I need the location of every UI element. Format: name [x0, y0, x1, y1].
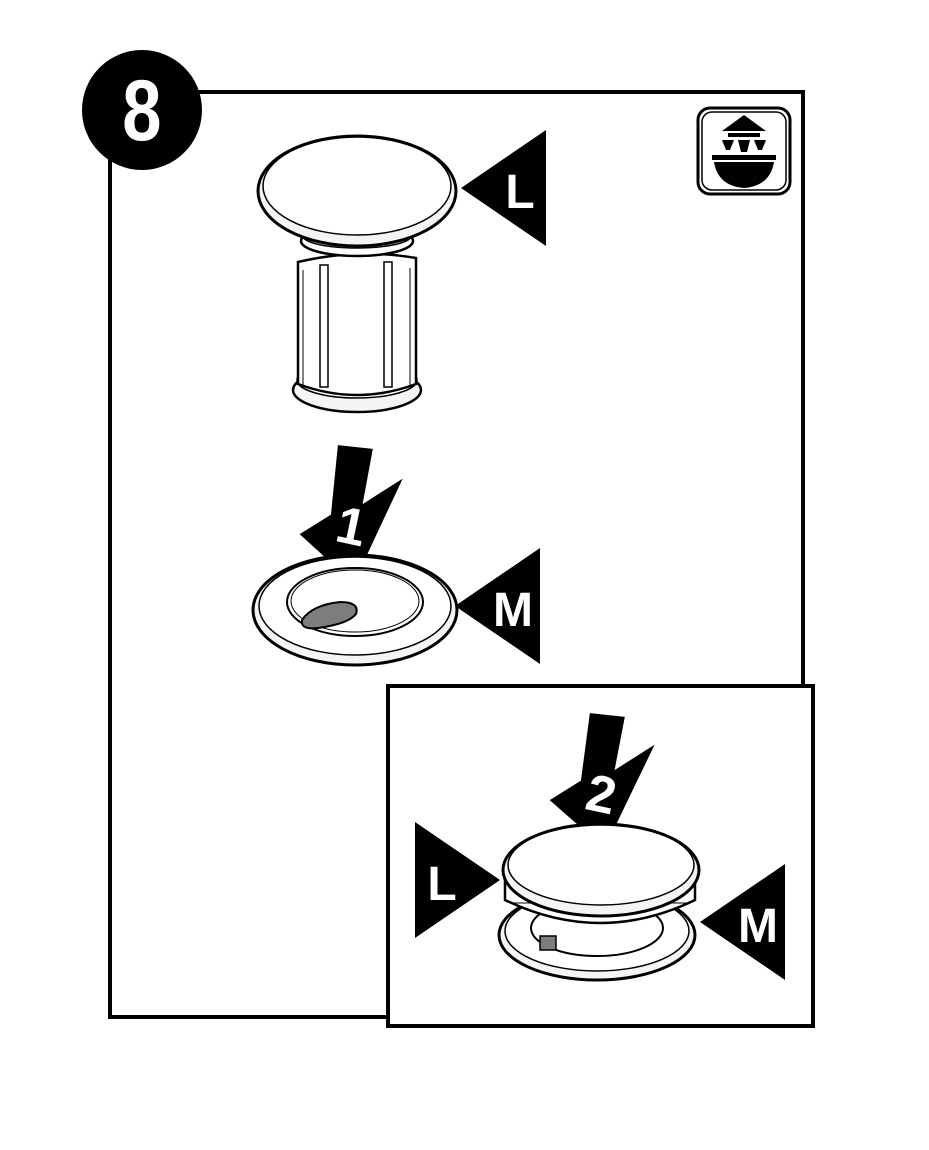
step-badge: 8	[82, 50, 202, 170]
step-number: 8	[122, 62, 161, 158]
stopper-assembly	[256, 134, 458, 414]
label-l-top: L	[505, 166, 534, 219]
label-m-middle: M	[493, 584, 533, 637]
drain-flange	[251, 553, 459, 667]
label-l-detail: L	[427, 858, 456, 911]
callout-l-top: L	[461, 130, 546, 246]
arrow-1: 1	[296, 442, 408, 587]
callout-m-middle: M	[455, 548, 540, 664]
label-m-detail: M	[738, 900, 778, 953]
callout-l-detail: L	[415, 822, 500, 938]
arrow-2: 2	[546, 710, 660, 852]
installed-stopper	[497, 822, 701, 982]
pop-up-stopper-icon	[696, 106, 792, 196]
callout-m-detail: M	[700, 864, 785, 980]
